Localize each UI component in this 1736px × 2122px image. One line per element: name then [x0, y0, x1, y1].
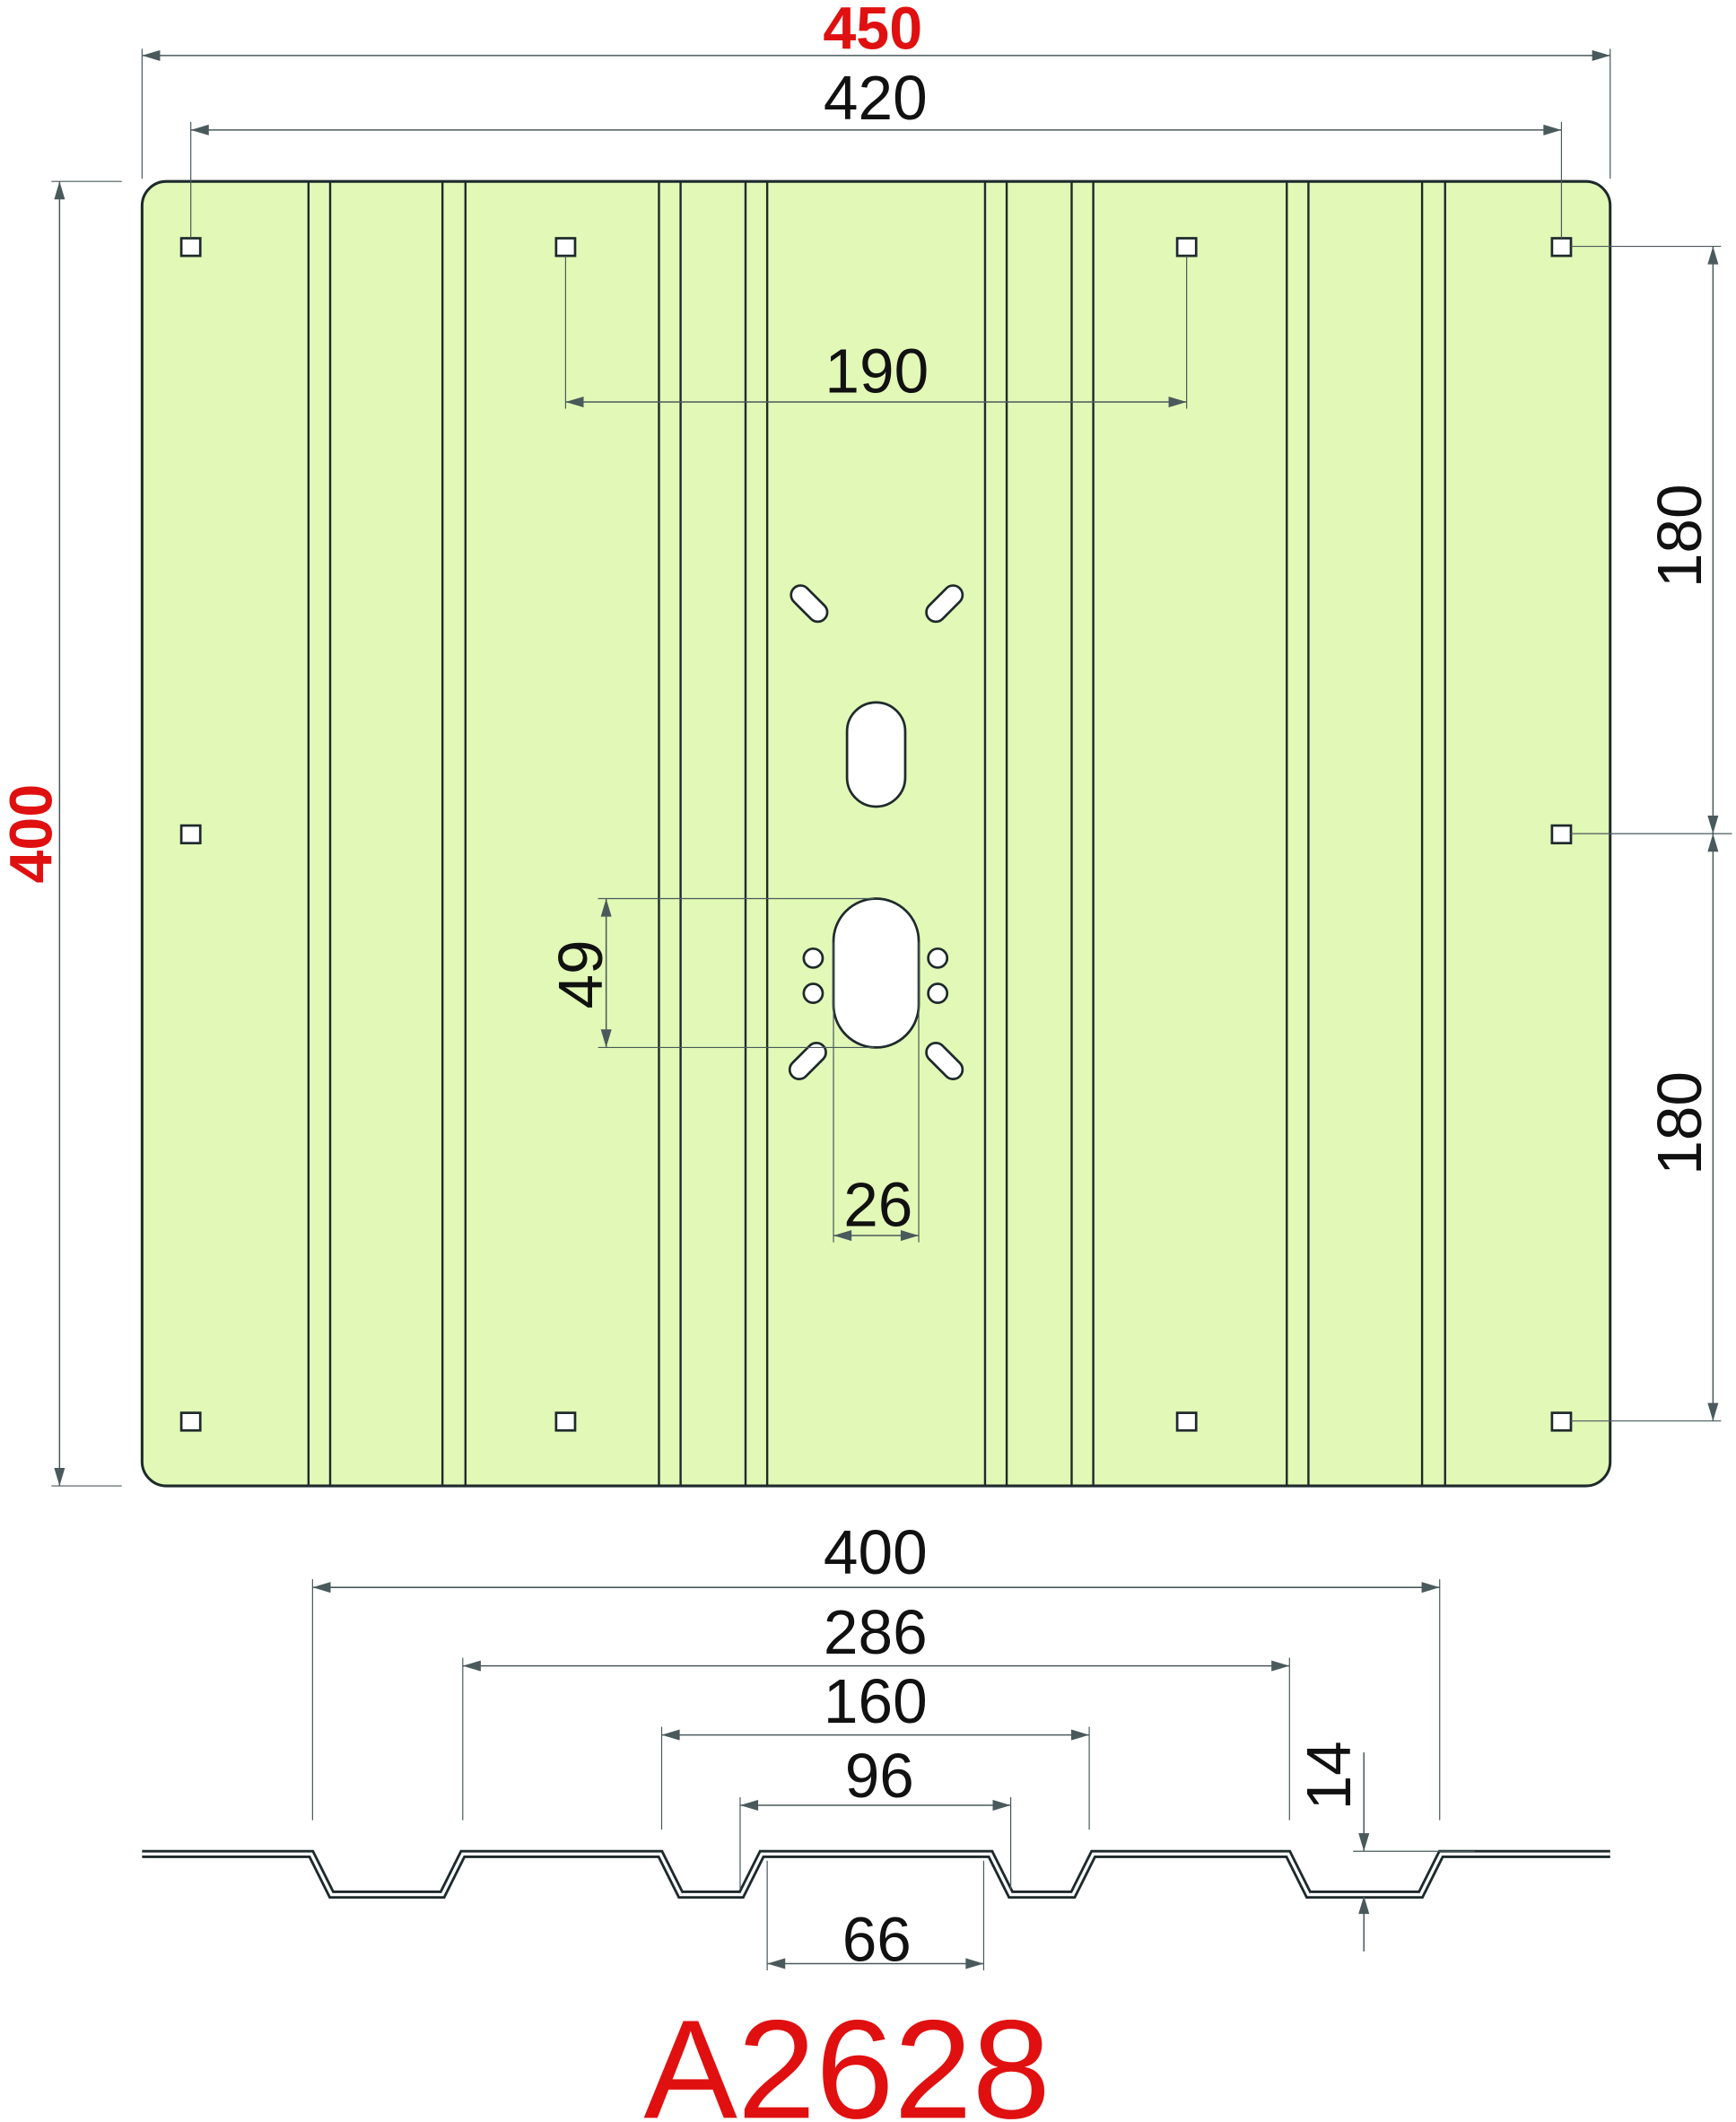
dimension-49: 49: [545, 897, 875, 1049]
svg-text:400: 400: [0, 784, 65, 884]
dimension-190: 190: [564, 256, 1188, 409]
svg-text:26: 26: [843, 1169, 912, 1239]
dimension-400-height: 400: [0, 180, 122, 1487]
svg-text:160: 160: [824, 1666, 928, 1736]
dimension-450: 450: [141, 0, 1611, 179]
svg-text:180: 180: [1644, 1071, 1714, 1175]
dimension-profile-400: 400: [311, 1517, 1441, 1821]
dimension-profile-14: 14: [1294, 1741, 1475, 1952]
dimension-profile-96: 96: [739, 1741, 1012, 1890]
dimension-profile-286: 286: [462, 1597, 1290, 1821]
profile-section: [142, 1849, 1610, 1899]
dimension-profile-66: 66: [766, 1860, 985, 1974]
dimension-180-pair: 180 180: [1571, 245, 1732, 1422]
svg-text:450: 450: [823, 0, 922, 62]
svg-text:66: 66: [842, 1904, 912, 1974]
svg-text:14: 14: [1294, 1741, 1364, 1810]
part-number: A2628: [643, 1991, 1051, 2122]
svg-text:49: 49: [545, 939, 615, 1009]
dimension-profile-160: 160: [660, 1666, 1090, 1830]
svg-text:190: 190: [824, 336, 929, 406]
square-holes: [179, 237, 1573, 1432]
dimension-26: 26: [833, 941, 920, 1243]
dimension-420: 420: [190, 63, 1563, 239]
center-slots: [788, 584, 964, 1081]
svg-text:286: 286: [824, 1597, 928, 1667]
svg-text:180: 180: [1644, 484, 1714, 588]
svg-text:400: 400: [824, 1517, 928, 1587]
svg-text:420: 420: [824, 63, 928, 133]
svg-text:96: 96: [845, 1741, 914, 1811]
